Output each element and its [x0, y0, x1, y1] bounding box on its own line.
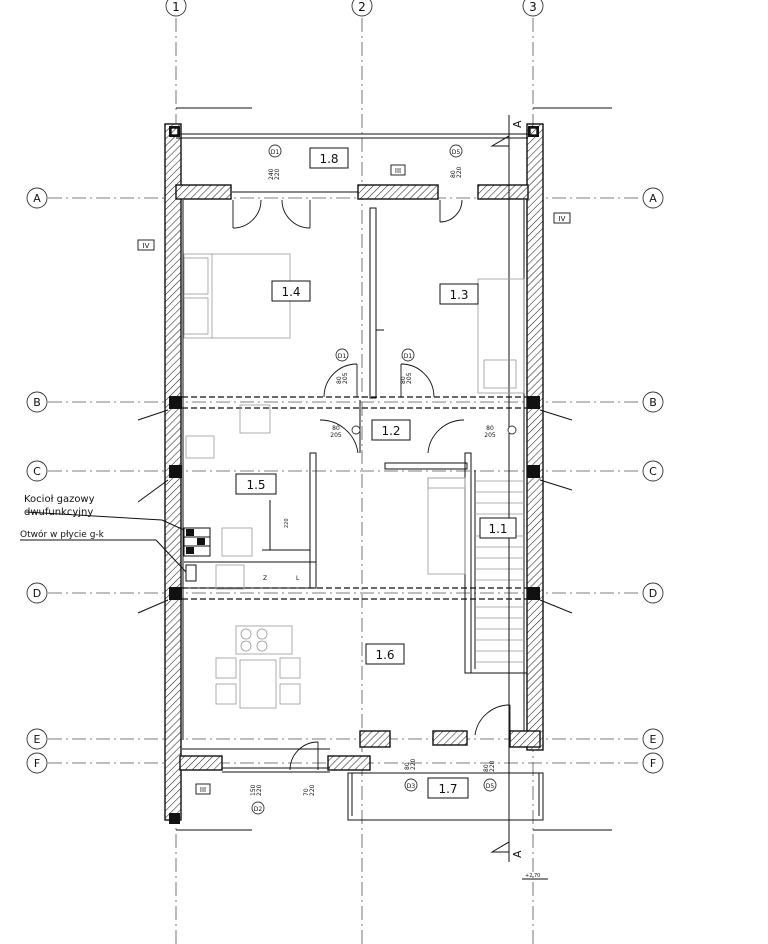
boiler-label-line1: Kocioł gazowy	[24, 494, 95, 505]
room-label: 1.5	[246, 478, 265, 492]
door-tag: D1	[338, 353, 347, 360]
door-dim: 80	[404, 762, 411, 770]
room-label: 1.2	[381, 424, 400, 438]
wall-tag: III	[395, 167, 401, 175]
door-dimensions: 240 220 80 220 80 205 80 205 80 205 80 2…	[250, 166, 496, 796]
door-dim: 80	[332, 425, 340, 432]
door-dim: 80	[450, 170, 457, 178]
door-dim: 240	[268, 168, 275, 180]
wall-tag: IV	[143, 242, 150, 250]
door-dim: 220	[256, 784, 263, 796]
room-label: 1.4	[281, 285, 300, 299]
appliance-l: L	[296, 575, 300, 582]
room-label: 1.8	[319, 152, 338, 166]
door-dim: 220	[309, 784, 316, 796]
door-dim: 220	[489, 760, 496, 772]
door-dim: 150	[250, 784, 257, 796]
appliance-z: Z	[263, 575, 267, 582]
door-dim: 80	[483, 764, 490, 772]
boiler-label-line2: dwufunkcyjny	[24, 507, 93, 518]
axis-label-e-left: E	[34, 733, 41, 746]
axis-label-e-right: E	[650, 733, 657, 746]
room-label: 1.3	[449, 288, 468, 302]
axis-label-d-left: D	[33, 587, 41, 600]
wall-tags: III IV IV III	[137, 164, 571, 795]
horizontal-axes: A A B B C C D D E E F F	[26, 187, 664, 774]
door-tag: D5	[486, 783, 495, 790]
door-tag: D1	[271, 149, 280, 156]
axis-label-b-left: B	[33, 396, 41, 409]
vertical-axes: 1 2 3	[165, 0, 544, 944]
door-dim: 205	[484, 432, 496, 439]
door-dim: 220	[274, 168, 281, 180]
door-tag: D2	[254, 806, 263, 813]
room-labels: 1.8 1.4 1.3 1.2 1.5 1.1 1.6 1.7	[235, 147, 517, 799]
axis-label-a-right: A	[649, 192, 657, 205]
axis-label-b-right: B	[649, 396, 657, 409]
stairs	[470, 470, 525, 669]
doors	[232, 191, 511, 771]
door-dim: 205	[406, 372, 413, 384]
section-label-top: A	[511, 120, 524, 128]
reference-mark: +2.70	[525, 873, 540, 879]
partitions	[184, 207, 527, 674]
axis-label-d-right: D	[649, 587, 657, 600]
door-tag: D3	[407, 783, 416, 790]
door-dim: 80	[486, 425, 494, 432]
furniture	[183, 253, 525, 709]
opening-label: Otwór w płycie g-k	[20, 529, 105, 540]
wall-tag: IV	[559, 215, 566, 223]
axis-label-f-right: F	[650, 757, 656, 770]
door-dim: 205	[330, 432, 342, 439]
room-label: 1.6	[375, 648, 394, 662]
room-label: 1.7	[438, 782, 457, 796]
room-label: 1.1	[488, 522, 507, 536]
section-label-bottom: A	[511, 850, 524, 858]
door-dim: 80	[336, 376, 343, 384]
axis-label-c-left: C	[33, 465, 41, 478]
axis-label-f-left: F	[34, 757, 40, 770]
door-tag: D5	[452, 149, 461, 156]
leaders	[20, 409, 573, 614]
wall-tag: III	[200, 786, 206, 794]
axis-label-a-left: A	[33, 192, 41, 205]
axis-label-3: 3	[529, 0, 537, 14]
door-dim: 220	[410, 758, 417, 770]
door-dim: 220	[456, 166, 463, 178]
section-line: A A	[490, 115, 524, 862]
axis-label-c-right: C	[649, 465, 657, 478]
axis-label-1: 1	[172, 0, 180, 14]
door-dim: 205	[342, 372, 349, 384]
door-dim: 80	[400, 376, 407, 384]
stair-dim: 220	[284, 518, 290, 528]
door-tags: D1 D5 D1 D1 D2 D3 D5	[251, 144, 517, 815]
door-dim: 70	[303, 788, 310, 796]
right-wall	[526, 123, 544, 751]
annotations: Kocioł gazowy dwufunkcyjny Otwór w płyci…	[20, 494, 548, 880]
axis-label-2: 2	[358, 0, 366, 14]
columns	[169, 126, 540, 824]
boiler-area	[183, 500, 310, 582]
door-tag: D1	[404, 353, 413, 360]
